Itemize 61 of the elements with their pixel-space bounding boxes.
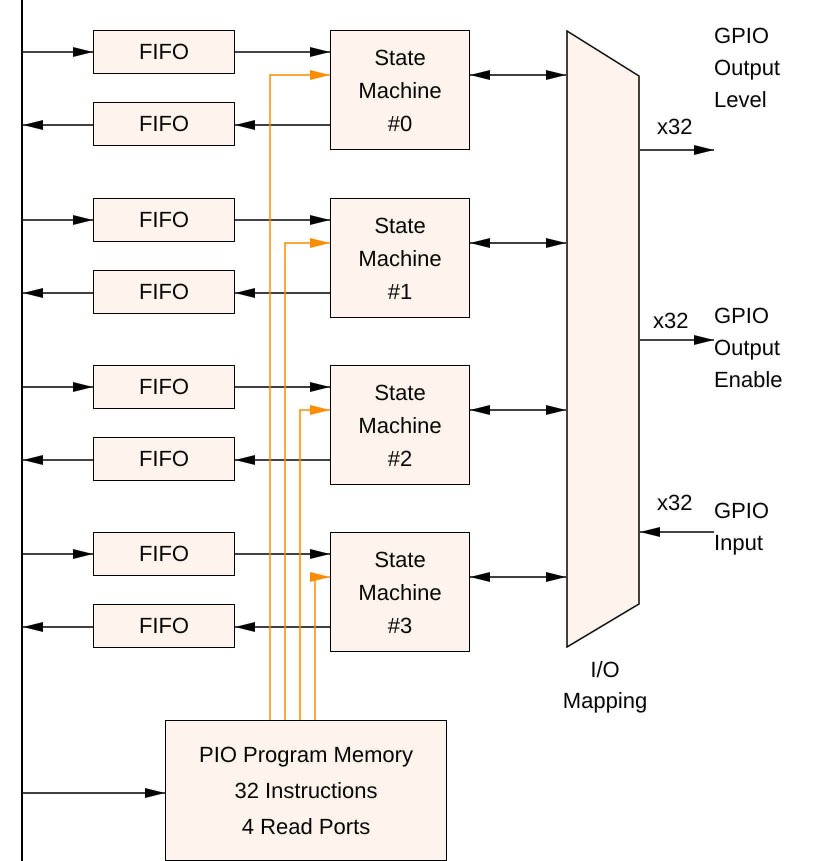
box-label: State Machine #1: [357, 212, 443, 306]
box-label: 4 Read Ports: [242, 813, 370, 841]
state-machine-box: [330, 30, 470, 150]
box-label: State Machine #0: [357, 44, 443, 138]
arrow: [470, 238, 566, 248]
arrow: [235, 215, 330, 225]
arrow: [640, 145, 714, 155]
box-label: FIFO: [138, 38, 190, 66]
box-label: FIFO: [138, 110, 190, 138]
box-label: FIFO: [138, 612, 190, 640]
arrow: [284, 238, 330, 720]
arrow: [470, 70, 566, 80]
arrow: [235, 47, 330, 57]
state-machine-box: [330, 198, 470, 318]
arrow: [310, 572, 330, 720]
box-label: FIFO: [138, 373, 190, 401]
arrow: [23, 120, 93, 130]
arrow: [235, 455, 330, 465]
arrow: [269, 70, 330, 720]
arrow: [23, 215, 93, 225]
fifo-box: [93, 604, 235, 648]
arrow: [299, 405, 330, 720]
fifo-box: [93, 102, 235, 146]
fifo-box: [93, 198, 235, 242]
arrow: [23, 622, 93, 632]
arrow: [235, 549, 330, 559]
box-label: State Machine #3: [357, 546, 443, 640]
state-machine-box: [330, 365, 470, 485]
arrow: [23, 47, 93, 57]
box-label: 32 Instructions: [234, 777, 378, 805]
arrow: [23, 788, 165, 798]
arrow: [235, 622, 330, 632]
fifo-box: [93, 437, 235, 481]
box-label: FIFO: [138, 540, 190, 568]
fifo-box: [93, 30, 235, 74]
fifo-box: [93, 270, 235, 314]
signal-label: GPIO Output Enable: [714, 302, 784, 394]
box-label: State Machine #2: [357, 378, 443, 472]
arrow: [23, 382, 93, 392]
fifo-box: [93, 365, 235, 409]
box-label: FIFO: [138, 445, 190, 473]
arrow: [23, 549, 93, 559]
box-label: FIFO: [138, 278, 190, 306]
box-label: PIO Program Memory: [199, 741, 413, 769]
bus-line: [21, 0, 23, 861]
signal-label: GPIO Output Level: [714, 22, 782, 114]
arrow: [235, 288, 330, 298]
arrow: [640, 335, 714, 345]
box-label: FIFO: [138, 206, 190, 234]
arrow: [235, 382, 330, 392]
memory-box: [165, 720, 447, 861]
mux-label: I/O Mapping: [562, 656, 648, 715]
arrow: [23, 455, 93, 465]
state-machine-box: [330, 532, 470, 652]
arrow: [470, 405, 566, 415]
fifo-box: [93, 532, 235, 576]
arrow: [23, 288, 93, 298]
arrow: [235, 120, 330, 130]
arrow: [470, 572, 566, 582]
signal-label: GPIO Input: [714, 497, 770, 557]
arrow: [640, 527, 714, 537]
